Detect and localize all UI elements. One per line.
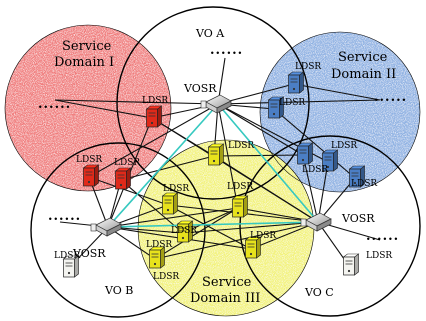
server-tower-icon: [348, 165, 366, 188]
service-domain-iii-subtitle: Domain III: [190, 291, 260, 306]
vo-b-label: VO B: [104, 284, 133, 297]
ldsr-label: LDSR: [142, 96, 168, 106]
network-link: [217, 99, 381, 105]
network-link: [182, 221, 319, 234]
ldsr-label: LDSR: [76, 155, 102, 165]
network-link: [273, 108, 356, 179]
network-link: [154, 207, 239, 260]
labels: VO A ...... VO B VO C Service Domain I S…: [38, 27, 407, 306]
server-tower-icon: [161, 192, 179, 215]
server-tower-icon: [176, 220, 194, 243]
ldsr-label: LDSR: [54, 251, 80, 261]
network-link: [54, 99, 219, 105]
vo-b-boundary: [30, 142, 206, 318]
network-link: [54, 99, 153, 119]
ldsr-label: LDSR: [295, 62, 321, 72]
network-link: [217, 103, 304, 156]
vosr-b-label: VOSR: [72, 247, 106, 260]
vosr-c-label: VOSR: [341, 212, 375, 225]
network-link: [317, 161, 329, 223]
vo-a-boundary: [116, 6, 310, 200]
vo-a-label: VO A: [195, 27, 225, 40]
domain-ii-ellipsis: ......: [374, 90, 407, 105]
server-tower-icon: [114, 167, 132, 190]
ldsr-label: LDSR: [171, 226, 197, 236]
vo-c-label: VO C: [304, 286, 334, 299]
server-tower-icon: [62, 255, 80, 278]
vosr-link-a-c: [217, 103, 319, 223]
service-domain-ii-title: Service: [338, 50, 388, 65]
server-tower-icon: [342, 253, 360, 276]
vosr-link-a-b: [107, 103, 219, 228]
virtual-organizations: [4, 6, 421, 318]
network-link: [120, 179, 184, 234]
router-icon: [200, 94, 232, 114]
ldsr-label: LDSR: [279, 98, 305, 108]
server-tower-icon: [231, 195, 249, 218]
ldsr-label: LDSR: [153, 272, 179, 282]
ldsr-label: LDSR: [227, 182, 253, 192]
server-tower-icon: [145, 105, 163, 128]
service-domain-i-outline: [4, 24, 172, 192]
server-tower-icon: [82, 164, 100, 187]
ldsr-label: LDSR: [146, 240, 172, 250]
ldsr-label: LDSR: [331, 141, 357, 151]
ldsr-servers: [62, 71, 366, 278]
server-tower-icon: [207, 143, 225, 166]
network-link: [107, 226, 156, 260]
vosr-routers: [90, 94, 332, 237]
server-tower-icon: [287, 71, 305, 94]
ldsr-label: LDSR: [366, 251, 392, 261]
service-domain-ii-subtitle: Domain II: [331, 67, 396, 82]
service-domain-i-title: Service: [62, 39, 112, 54]
ldsr-label: LDSR: [228, 141, 254, 151]
service-domain-ii-outline: [259, 31, 421, 193]
ldsr-label: LDSR: [114, 158, 140, 168]
service-domain-iii-title: Service: [202, 275, 252, 290]
server-tower-icon: [321, 149, 339, 172]
network-link: [88, 176, 169, 206]
network-link: [213, 154, 304, 157]
domain-i-ellipsis: ......: [38, 97, 71, 112]
network-link: [151, 117, 215, 157]
service-domain-i-subtitle: Domain I: [54, 55, 114, 70]
network-link: [88, 103, 219, 178]
vosr-a-label: VOSR: [183, 82, 217, 95]
router-icon: [300, 212, 332, 232]
server-tower-icon: [244, 236, 262, 259]
network-link: [293, 83, 381, 101]
ldsr-label: LDSR: [250, 231, 276, 241]
network-link: [120, 155, 215, 181]
vo-c-boundary: [239, 135, 421, 317]
router-icon: [90, 217, 122, 237]
ldsr-label: LDSR: [302, 165, 328, 175]
server-tower-icon: [148, 246, 166, 269]
vo-a-ellipsis: ......: [210, 43, 243, 58]
network-link: [107, 207, 239, 228]
network-link: [317, 177, 356, 223]
network-link: [250, 221, 319, 250]
network-link: [302, 154, 319, 223]
ldsr-label: LDSR: [163, 184, 189, 194]
network-link: [167, 204, 252, 250]
service-domain-iii-area: [138, 140, 314, 316]
server-tower-icon: [296, 142, 314, 165]
vosr-link-b-c: [107, 221, 319, 228]
vo-b-ellipsis: ......: [48, 209, 81, 224]
vosr-triangle: [107, 103, 319, 228]
server-tower-icon: [267, 96, 285, 119]
vo-c-ellipsis: ......: [366, 229, 399, 244]
ldsr-label: LDSR: [351, 179, 377, 189]
network-link: [154, 221, 319, 260]
